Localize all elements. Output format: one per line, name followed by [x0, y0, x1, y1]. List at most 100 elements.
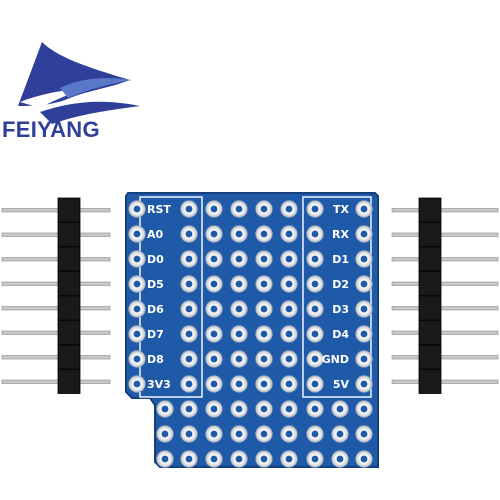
pcb-hole — [133, 230, 141, 238]
right-header-pin — [391, 306, 499, 311]
right-header-pin-housing — [418, 197, 442, 223]
pin-label-right: RX — [332, 228, 349, 241]
pcb-hole — [133, 380, 141, 388]
right-header-pin — [391, 257, 499, 262]
pcb-hole — [311, 330, 319, 338]
pcb-hole — [360, 205, 368, 213]
pcb-hole — [161, 430, 169, 438]
pcb-hole — [185, 330, 193, 338]
pcb-hole — [311, 230, 319, 238]
pcb-hole — [285, 380, 293, 388]
pin-label-right: 5V — [333, 378, 350, 391]
pin-label-right: D4 — [332, 328, 349, 341]
left-header-pin-housing — [57, 246, 81, 272]
pcb-hole — [185, 380, 193, 388]
pcb-hole — [360, 380, 368, 388]
pcb-hole — [360, 430, 368, 438]
left-header-pin-housing — [57, 320, 81, 345]
left-header-pin — [1, 232, 111, 237]
pcb-hole — [260, 330, 268, 338]
pcb-hole — [285, 405, 293, 413]
pcb-hole — [210, 355, 218, 363]
right-header-pin-housing — [418, 295, 442, 321]
pcb-hole — [185, 455, 193, 463]
right-header-pin — [391, 208, 499, 213]
pcb-hole — [311, 305, 319, 313]
pin-label-left: 3V3 — [147, 378, 171, 391]
left-header-pin-housing — [57, 271, 81, 296]
pcb-hole — [360, 280, 368, 288]
pcb-hole — [235, 355, 243, 363]
pcb-hole — [235, 305, 243, 313]
pcb-hole — [311, 355, 319, 363]
pcb-hole — [210, 380, 218, 388]
pcb-hole — [360, 255, 368, 263]
right-header-pin-housing — [418, 320, 442, 345]
pcb-hole — [210, 305, 218, 313]
pcb-hole — [311, 205, 319, 213]
right-header-pin-housing — [418, 222, 442, 247]
pcb-hole — [285, 455, 293, 463]
left-pin-header — [1, 197, 111, 394]
pcb-hole — [360, 230, 368, 238]
brand-name: FEIYANG — [2, 117, 100, 142]
pcb-hole — [285, 255, 293, 263]
pcb-hole — [133, 355, 141, 363]
pcb-hole — [235, 255, 243, 263]
pin-label-left: D0 — [147, 253, 164, 266]
pin-label-left: D5 — [147, 278, 164, 291]
pcb-hole — [185, 280, 193, 288]
pcb-hole — [185, 255, 193, 263]
pcb-hole — [260, 380, 268, 388]
pcb-hole — [210, 330, 218, 338]
pcb-hole — [210, 455, 218, 463]
pcb-hole — [133, 255, 141, 263]
pin-label-left: D8 — [147, 353, 164, 366]
pcb-hole — [360, 330, 368, 338]
pcb-hole — [360, 355, 368, 363]
pcb-hole — [161, 405, 169, 413]
pcb-hole — [311, 380, 319, 388]
left-header-pin — [1, 208, 111, 213]
right-header-pin-housing — [418, 271, 442, 296]
pcb-hole — [285, 205, 293, 213]
pcb-hole — [260, 455, 268, 463]
pcb-hole — [336, 405, 344, 413]
pcb-hole — [235, 330, 243, 338]
pcb-hole — [311, 255, 319, 263]
pcb-hole — [311, 455, 319, 463]
left-header-pin — [1, 257, 111, 262]
pcb-hole — [133, 205, 141, 213]
pcb-hole — [260, 305, 268, 313]
left-header-pin — [1, 306, 111, 311]
pin-label-right: D2 — [332, 278, 349, 291]
pcb-hole — [235, 280, 243, 288]
pcb-hole — [133, 330, 141, 338]
pcb-hole — [260, 430, 268, 438]
pcb-hole — [311, 280, 319, 288]
pcb-hole — [210, 255, 218, 263]
pcb-hole — [161, 455, 169, 463]
pcb-hole — [285, 330, 293, 338]
pcb-hole — [235, 230, 243, 238]
pcb-hole — [185, 205, 193, 213]
pcb-hole — [185, 230, 193, 238]
pin-label-left: D6 — [147, 303, 164, 316]
pcb-hole — [285, 430, 293, 438]
pcb-hole — [260, 205, 268, 213]
pcb-hole — [336, 430, 344, 438]
left-header-pin-housing — [57, 344, 81, 370]
right-header-pin — [391, 330, 499, 335]
pcb-hole — [336, 455, 344, 463]
right-header-pin — [391, 232, 499, 237]
right-header-pin-housing — [418, 344, 442, 370]
pcb-hole — [185, 305, 193, 313]
pin-label-left: A0 — [147, 228, 164, 241]
pcb-hole — [185, 405, 193, 413]
pcb-hole — [360, 405, 368, 413]
pcb-hole — [235, 405, 243, 413]
pcb-hole — [210, 230, 218, 238]
left-header-pin-housing — [57, 222, 81, 247]
